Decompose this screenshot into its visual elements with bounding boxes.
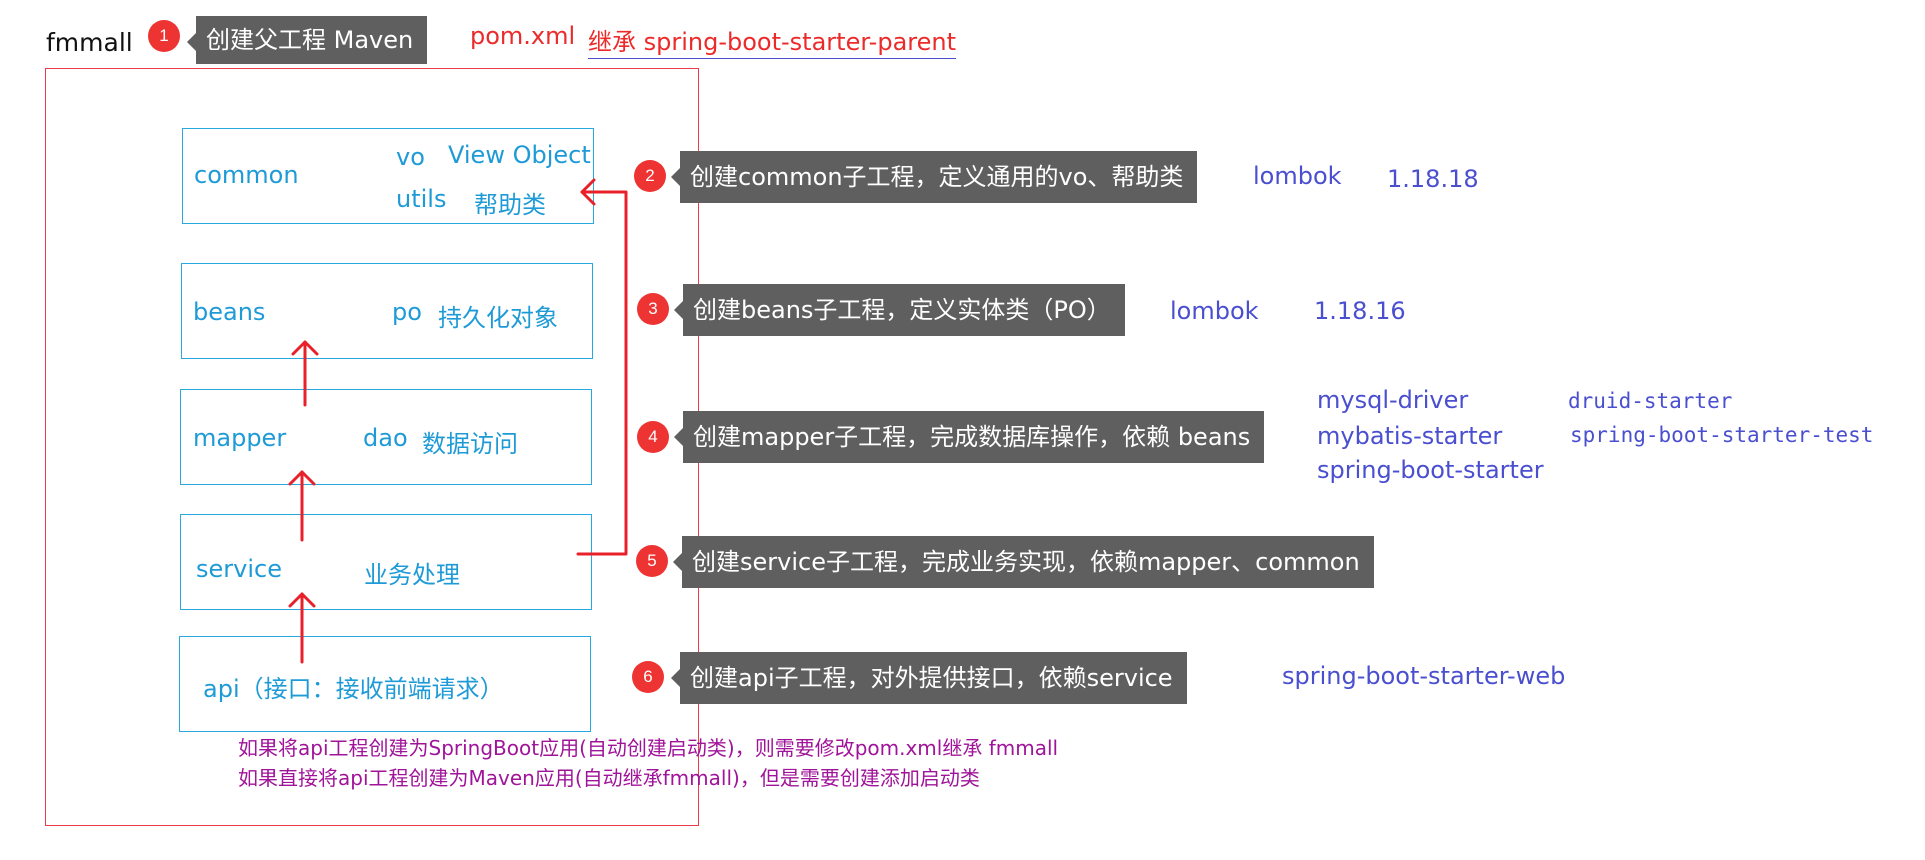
module-common-item-vo: vo: [396, 143, 425, 171]
dep-api-spring-boot-starter-web: spring-boot-starter-web: [1282, 662, 1566, 690]
inherit-parent-link[interactable]: 继承 spring-boot-starter-parent: [588, 22, 957, 59]
dep-mapper-druid-starter: druid-starter: [1568, 389, 1733, 413]
dep-mapper-spring-boot-starter-test: spring-boot-starter-test: [1570, 423, 1874, 447]
step-badge-4: 4: [637, 421, 669, 453]
callout-api-step: 创建api子工程，对外提供接口，依赖service: [671, 652, 1187, 704]
callout-service-step: 创建service子工程，完成业务实现，依赖mapper、common: [673, 536, 1374, 588]
module-common-box[interactable]: common vo View Object utils 帮助类: [182, 128, 594, 224]
root-project-label: fmmall: [46, 28, 133, 57]
dep-mapper-spring-boot-starter: spring-boot-starter: [1317, 456, 1544, 484]
arrowhead-service-to-common: [580, 178, 596, 206]
module-mapper-item-data-access: 数据访问: [422, 430, 518, 458]
module-service-box[interactable]: service 业务处理: [180, 514, 592, 610]
arrowhead-api-to-service: [288, 592, 316, 608]
step-badge-5: 5: [636, 545, 668, 577]
callout-common-step: 创建common子工程，定义通用的vo、帮助类: [670, 151, 1198, 203]
module-common-item-utils: utils: [396, 185, 447, 213]
note-maven-app: 如果直接将api工程创建为Maven应用(自动继承fmmall)，但是需要创建添…: [238, 766, 980, 790]
module-common-item-view-object: View Object: [448, 141, 591, 169]
arrowhead-service-to-mapper: [288, 470, 316, 486]
module-beans-box[interactable]: beans po 持久化对象: [181, 263, 593, 359]
step-badge-6: 6: [632, 661, 664, 693]
dep-common-lombok: lombok: [1253, 162, 1342, 190]
pom-label: pom.xml: [470, 22, 576, 50]
module-beans-item-persistence: 持久化对象: [438, 304, 558, 332]
module-beans-name: beans: [193, 298, 266, 326]
step-badge-1: 1: [148, 20, 180, 52]
module-mapper-item-dao: dao: [363, 424, 408, 452]
module-api-box[interactable]: api（接口：接收前端请求）: [179, 636, 591, 732]
step-badge-3: 3: [637, 293, 669, 325]
dep-common-lombok-version: 1.18.18: [1387, 165, 1479, 193]
dep-mapper-mysql-driver: mysql-driver: [1317, 386, 1469, 414]
module-mapper-name: mapper: [193, 424, 287, 452]
module-service-item-business: 业务处理: [364, 561, 460, 589]
callout-mapper-step: 创建mapper子工程，完成数据库操作，依赖 beans: [673, 411, 1265, 463]
arrowhead-mapper-to-beans: [291, 340, 319, 356]
module-beans-item-po: po: [392, 298, 422, 326]
note-springboot-app: 如果将api工程创建为SpringBoot应用(自动创建启动类)，则需要修改po…: [238, 736, 1059, 760]
module-service-name: service: [196, 555, 282, 583]
step-badge-2: 2: [634, 160, 666, 192]
dep-beans-lombok-version: 1.18.16: [1314, 297, 1406, 325]
dep-beans-lombok: lombok: [1170, 297, 1259, 325]
module-common-item-helpers: 帮助类: [474, 191, 546, 219]
dep-mapper-mybatis-starter: mybatis-starter: [1317, 422, 1503, 450]
module-common-name: common: [194, 161, 299, 189]
module-api-name: api（接口：接收前端请求）: [203, 675, 504, 703]
arrow-service-to-common: [576, 190, 628, 556]
module-mapper-box[interactable]: mapper dao 数据访问: [180, 389, 592, 485]
callout-beans-step: 创建beans子工程，定义实体类（PO）: [674, 284, 1125, 336]
callout-parent-project: 创建父工程 Maven: [186, 16, 428, 64]
